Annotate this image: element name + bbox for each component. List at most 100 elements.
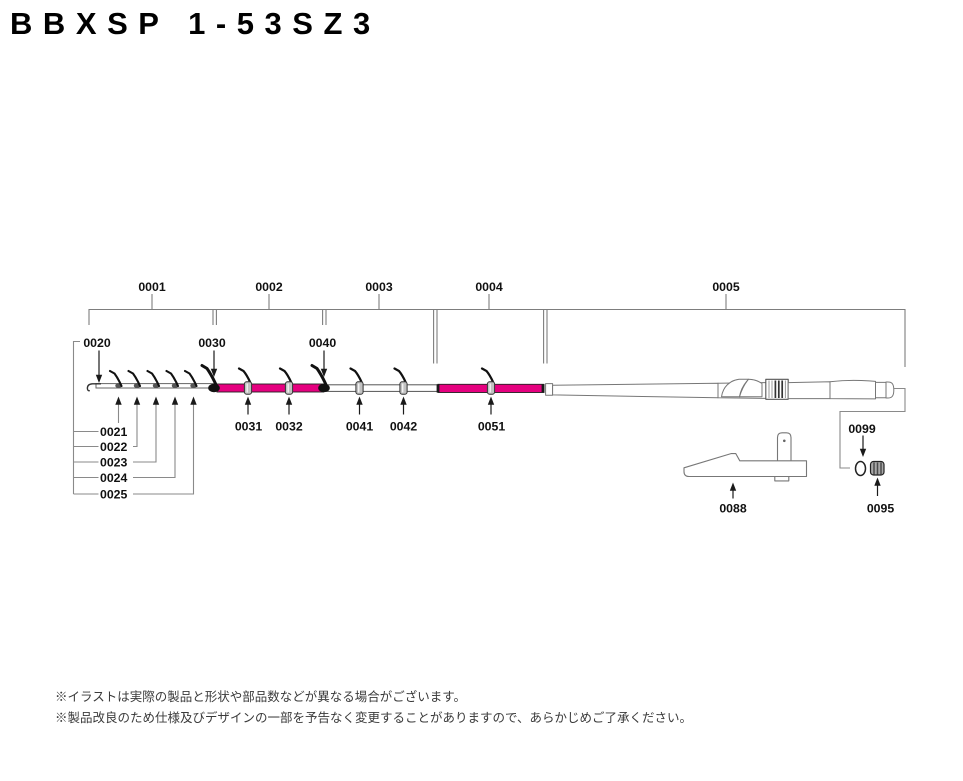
section-label-0004: 0004 xyxy=(475,280,503,294)
down-arrow-icon xyxy=(859,448,867,457)
arrow-0099 xyxy=(859,435,867,457)
rod-tip-top-guide xyxy=(86,383,101,392)
footnotes: ※イラストは実際の製品と形状や部品数などが異なる場合がございます。 ※製品改良の… xyxy=(55,687,692,729)
part-label-0024: 0024 xyxy=(100,471,128,485)
guide-0024 xyxy=(165,369,180,389)
part-label-0051: 0051 xyxy=(478,420,506,434)
arrow-0022 xyxy=(133,396,141,405)
guide-blade xyxy=(237,367,252,385)
guide-ring xyxy=(486,381,496,395)
arrow-0095 xyxy=(874,477,881,496)
reel-seat-hood-tab xyxy=(774,475,790,482)
guide-0030 xyxy=(200,364,220,393)
part-0088-illustration xyxy=(683,432,808,482)
tip-parts-bracket xyxy=(72,340,195,495)
guide-blade xyxy=(349,367,364,385)
arrow-0040 xyxy=(320,350,328,377)
butt-cap-end xyxy=(885,381,895,399)
guide-0031 xyxy=(237,367,253,395)
part-label-0031: 0031 xyxy=(235,420,263,434)
up-arrow-icon xyxy=(285,396,293,405)
reel-seat-hood-post xyxy=(776,432,792,462)
guide-0022 xyxy=(127,369,142,389)
rod-section-2-highlight xyxy=(216,383,324,393)
section-label-0002: 0002 xyxy=(255,280,283,294)
butt-cap-body xyxy=(875,381,887,399)
part-0095-illustration xyxy=(869,460,885,476)
butt-tube xyxy=(552,382,719,399)
part-label-0032: 0032 xyxy=(275,420,303,434)
reel-seat-hood-body xyxy=(683,453,808,478)
part-0099-illustration xyxy=(854,460,867,477)
up-arrow-icon xyxy=(244,396,252,405)
guide-0021 xyxy=(108,369,123,389)
section-label-0003: 0003 xyxy=(365,280,393,294)
lock-nut-ribs xyxy=(774,380,784,398)
butt-ring xyxy=(854,460,867,477)
part-label-0030: 0030 xyxy=(198,336,226,350)
section-4-right-cap xyxy=(541,384,545,393)
guide-0025 xyxy=(183,369,198,389)
tip-bracket-line xyxy=(72,340,99,495)
section-label-0001: 0001 xyxy=(138,280,166,294)
section-4-left-cap xyxy=(436,384,440,393)
up-arrow-icon xyxy=(356,396,363,405)
up-arrow-icon xyxy=(400,396,407,405)
part-label-0088: 0088 xyxy=(719,502,747,516)
guide-blade xyxy=(278,367,293,385)
part-label-0040: 0040 xyxy=(309,336,337,350)
section-label-0005: 0005 xyxy=(712,280,740,294)
guide-0040 xyxy=(310,364,330,393)
arrow-0032 xyxy=(285,396,293,415)
butt-end-cap-ribs xyxy=(873,462,882,475)
guide-0051 xyxy=(480,367,496,395)
guide-0042 xyxy=(393,367,408,395)
up-arrow-icon xyxy=(152,396,160,405)
part-label-0099: 0099 xyxy=(848,422,876,436)
guide-0023 xyxy=(146,369,161,389)
arrow-0051 xyxy=(487,396,495,415)
butt-collar xyxy=(545,383,554,396)
guide-ring xyxy=(243,381,253,395)
section-brackets: 0001 0002 0003 0004 0005 xyxy=(88,280,906,367)
rod-section-3 xyxy=(326,384,439,392)
guide-blade xyxy=(480,367,495,385)
guide-blade xyxy=(146,369,161,388)
part-label-0021: 0021 xyxy=(100,425,128,439)
guide-blade xyxy=(393,367,408,385)
part-label-0023: 0023 xyxy=(100,456,128,470)
guide-blade xyxy=(108,369,123,388)
up-arrow-icon xyxy=(171,396,179,405)
arrow-0024 xyxy=(171,396,179,405)
up-arrow-icon xyxy=(487,396,495,405)
up-arrow-icon xyxy=(874,477,881,486)
butt-section xyxy=(545,378,895,400)
reel-seat-hood-rear xyxy=(739,378,763,398)
footnote-illustration-disclaimer: ※イラストは実際の製品と形状や部品数などが異なる場合がございます。 xyxy=(55,690,467,704)
page-title: BBXSP 1-53SZ3 xyxy=(10,6,381,41)
arrow-0088 xyxy=(729,482,737,499)
part-label-0020: 0020 xyxy=(83,336,111,350)
footnote-spec-change-disclaimer: ※製品改良のため仕様及びデザインの一部を予告なく変更することがありますので、あら… xyxy=(55,711,693,725)
arrow-0025 xyxy=(190,396,197,405)
guide-ring xyxy=(355,381,364,395)
arrow-0030 xyxy=(210,350,218,377)
tip-label-connectors xyxy=(117,404,195,495)
rear-grip-tube xyxy=(787,381,831,400)
up-arrow-icon xyxy=(133,396,141,405)
part-label-0095: 0095 xyxy=(867,502,895,516)
guide-0041 xyxy=(349,367,364,395)
arrow-0031 xyxy=(244,396,252,415)
arrow-0020 xyxy=(95,350,103,383)
part-label-0025: 0025 xyxy=(100,488,128,502)
bracket-outline xyxy=(88,308,906,367)
hood-post-pin xyxy=(783,439,786,443)
guide-foot xyxy=(208,383,220,393)
arrow-0042 xyxy=(400,396,407,415)
guide-0032 xyxy=(278,367,294,395)
rear-grip xyxy=(829,379,876,400)
down-arrow-icon xyxy=(95,374,103,383)
guide-ring xyxy=(284,381,294,395)
